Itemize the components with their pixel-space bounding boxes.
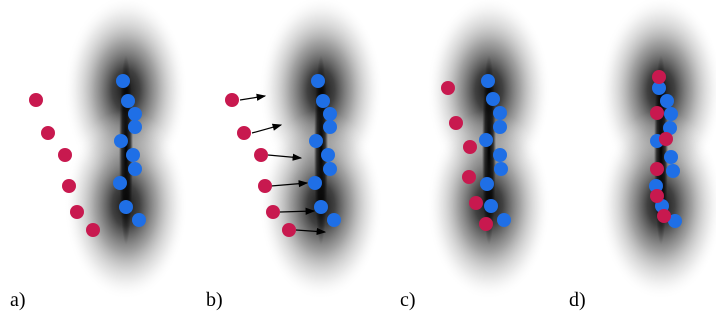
potential-blob-a [64,0,188,300]
blue-particles-a [113,74,146,227]
potential-blob-c [427,0,551,300]
panel-b [225,0,383,300]
panel-label-b: b) [206,289,223,311]
potential-blob-d [599,0,716,300]
red-particles-d [650,70,673,223]
red-particles-c [441,81,493,231]
panel-a [29,0,188,300]
red-particles-a [29,93,100,237]
panel-label-d: d) [569,289,586,311]
panel-c [427,0,551,300]
blue-particles-c [479,74,511,227]
panel-label-a: a) [10,289,26,311]
red-particles-b [225,93,296,237]
blue-particles-b [308,74,341,227]
panel-label-c: c) [400,289,416,311]
force-arrows-b [239,93,327,236]
panel-d [599,0,716,300]
potential-blob-b [259,0,383,300]
